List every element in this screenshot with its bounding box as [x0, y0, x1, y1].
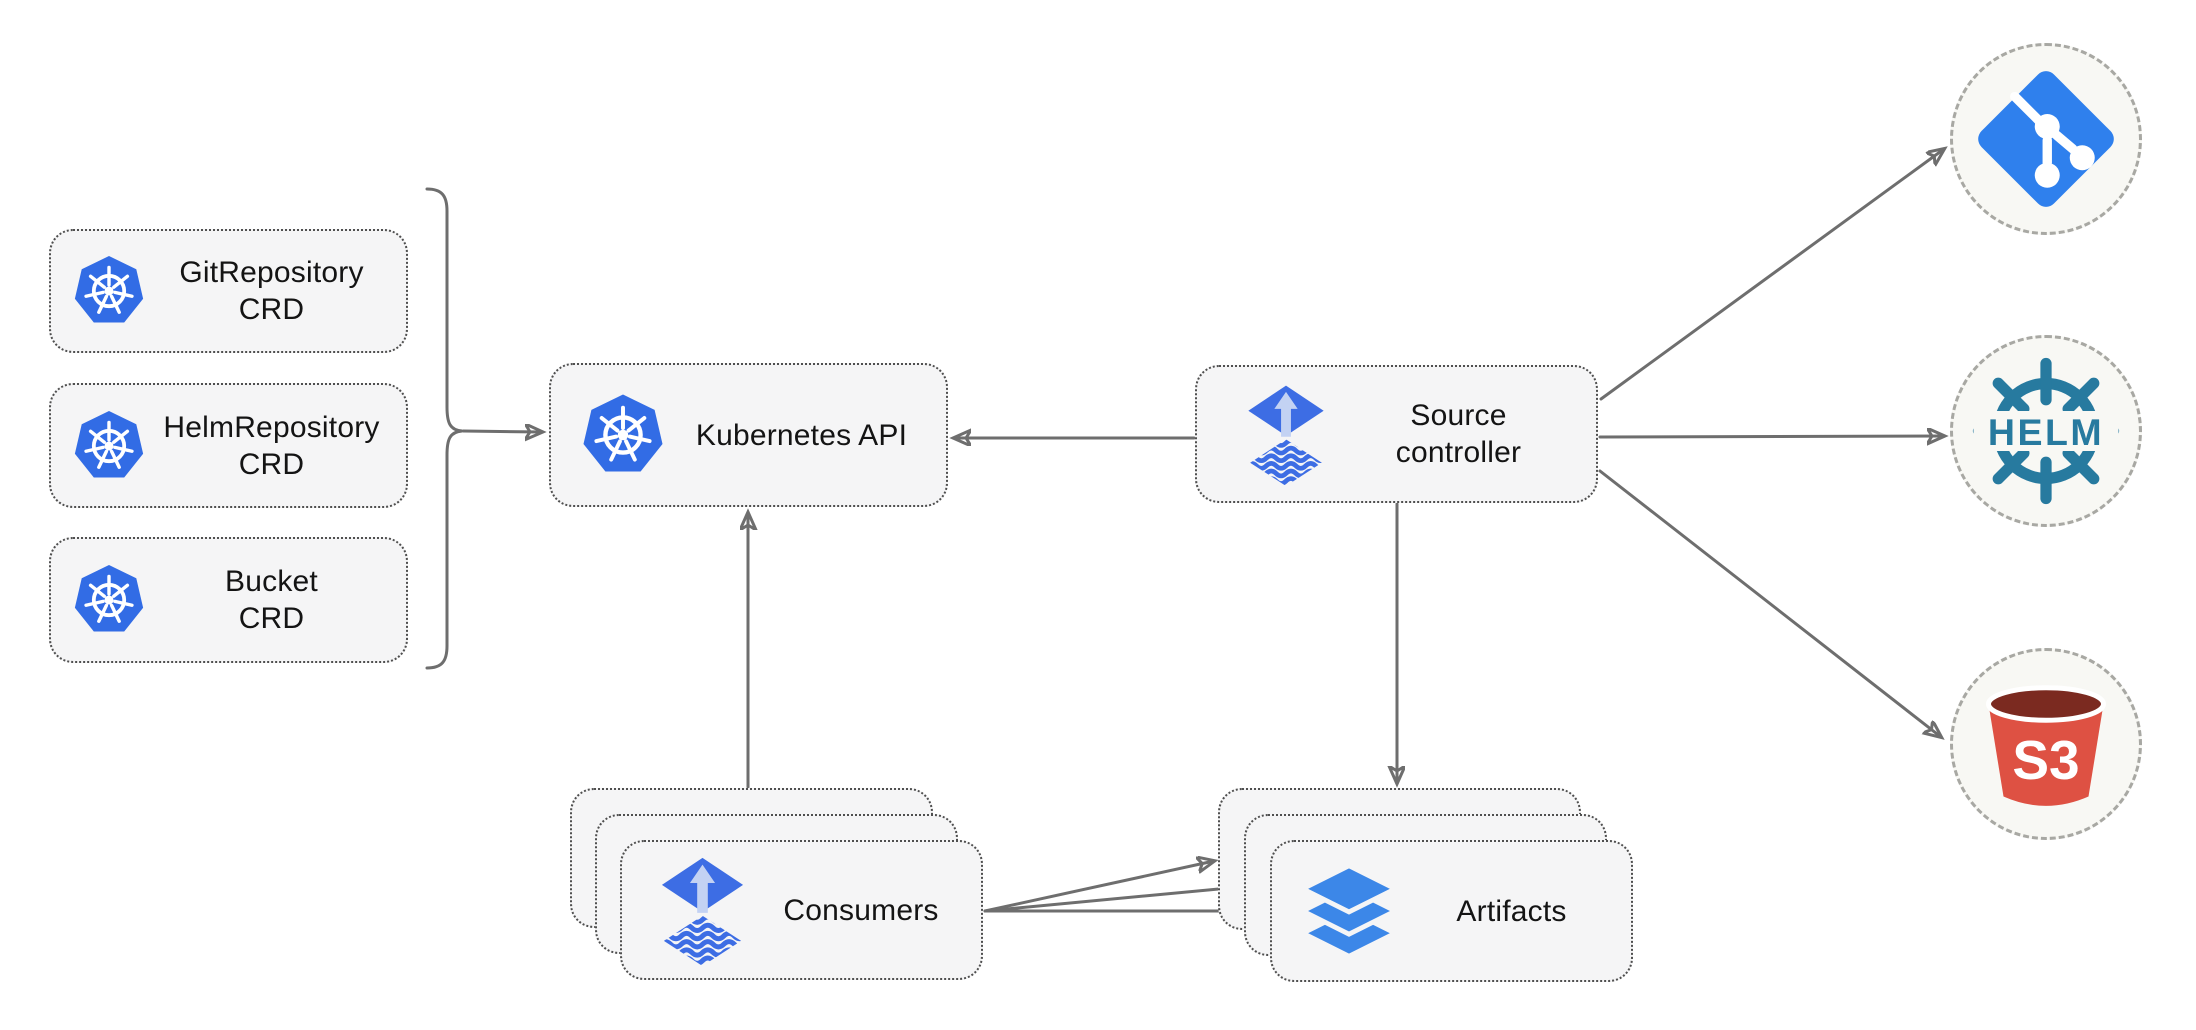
node-kubernetes-api: Kubernetes API	[549, 363, 948, 507]
node-label-kubernetes-api: Kubernetes API	[667, 417, 946, 454]
node-consumers: Consumers	[620, 840, 983, 980]
node-helmrepository-crd: HelmRepository CRD	[49, 383, 408, 508]
kubernetes-icon	[72, 254, 146, 325]
label-line: Kubernetes API	[695, 418, 908, 452]
node-label-source-controller: Source controller	[1331, 397, 1596, 471]
node-label-gitrepository-crd: GitRepository CRD	[147, 254, 406, 328]
flux-icon	[654, 854, 751, 966]
node-gitrepository-crd: GitRepository CRD	[49, 229, 408, 353]
kubernetes-icon	[579, 391, 667, 479]
external-helm-circle: HELM	[1950, 335, 2142, 527]
node-artifacts: Artifacts	[1270, 840, 1633, 982]
label-line: Source	[1410, 399, 1507, 432]
kubernetes-icon	[72, 563, 146, 634]
helm-label: HELM	[1988, 411, 2104, 453]
arrow-source-controller-to-git	[1599, 149, 1944, 401]
node-bucket-crd: Bucket CRD	[49, 537, 408, 663]
git-icon	[1978, 71, 2114, 207]
helm-icon: HELM	[1972, 357, 2120, 505]
arrow-crds-to-kubernetes-api	[461, 431, 542, 432]
crd-group-brace	[425, 187, 463, 670]
label-line: Consumers	[783, 893, 939, 927]
node-label-bucket-crd: Bucket CRD	[147, 563, 406, 637]
label-line: Artifacts	[1456, 894, 1567, 928]
s3-bucket-icon: S3	[1986, 685, 2106, 806]
label-line: CRD	[238, 447, 305, 481]
arrow-consumers-to-artifacts-middle	[983, 887, 1240, 913]
kubernetes-icon	[72, 408, 146, 479]
arrow-source-controller-to-s3	[1598, 469, 1941, 737]
label-line: Bucket	[225, 565, 318, 598]
node-label-consumers: Consumers	[751, 892, 981, 929]
external-git-circle	[1950, 43, 2142, 235]
s3-label: S3	[2012, 729, 2079, 791]
arrow-consumers-to-artifacts-back	[983, 861, 1214, 913]
flux-icon	[1241, 382, 1331, 486]
layers-icon	[1296, 858, 1402, 964]
node-source-controller: Source controller	[1195, 365, 1598, 503]
label-line: HelmRepository	[163, 410, 380, 444]
label-line: controller	[1395, 436, 1522, 469]
label-line: GitRepository	[179, 256, 364, 289]
arrow-source-controller-to-helm	[1598, 436, 1944, 437]
label-line: CRD	[238, 293, 305, 326]
label-line: CRD	[238, 602, 305, 635]
external-s3-circle: S3	[1950, 648, 2142, 840]
node-label-artifacts: Artifacts	[1402, 893, 1631, 930]
node-label-helmrepository-crd: HelmRepository CRD	[147, 409, 406, 483]
